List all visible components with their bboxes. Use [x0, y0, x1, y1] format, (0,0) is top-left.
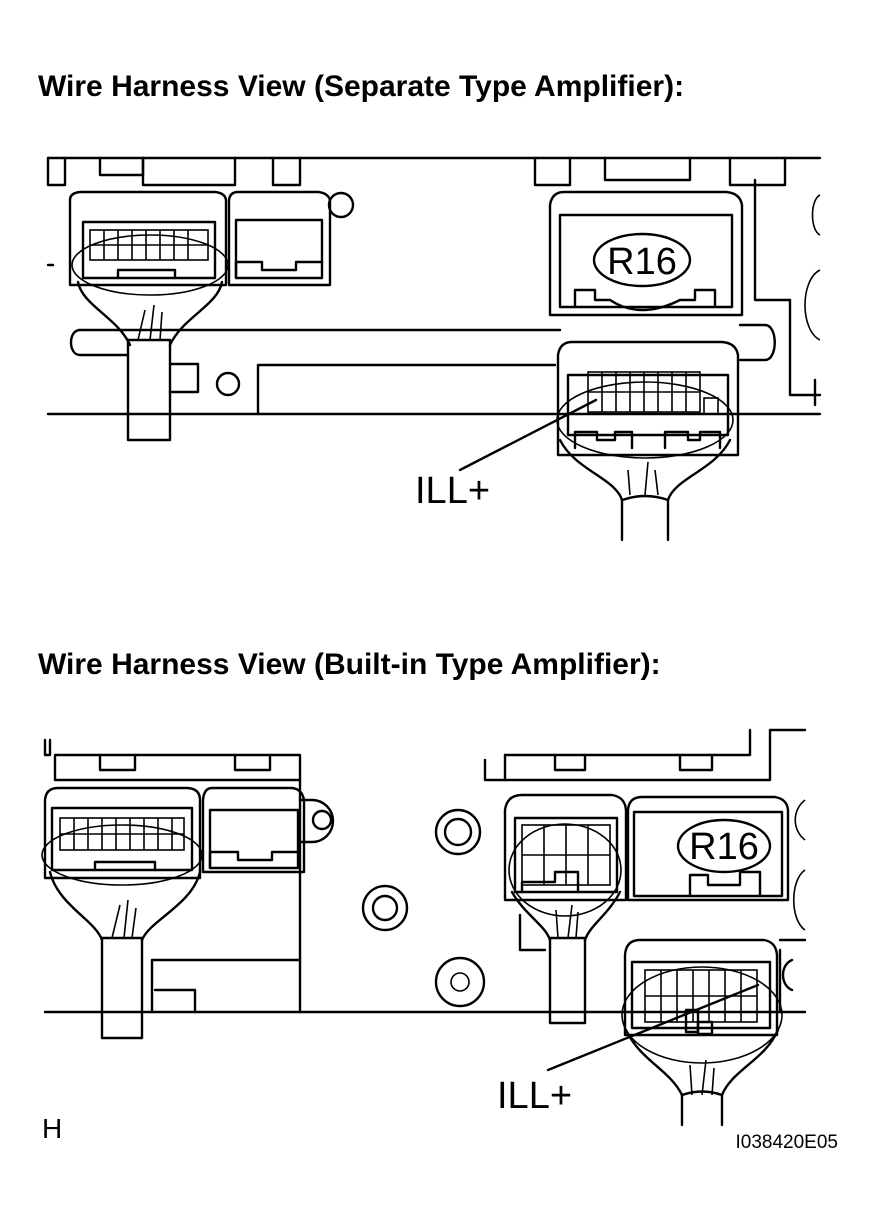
ill-connector-bottom [621, 938, 783, 1064]
r16-connector-bottom: R16 [626, 795, 790, 902]
figure-id: I038420E05 [736, 1132, 839, 1153]
ill-connector-top [556, 340, 740, 459]
small-connector-top [227, 190, 332, 287]
middle-connector-bottom [503, 793, 628, 917]
small-connector-bottom [201, 786, 306, 874]
ill-harness-top [558, 438, 732, 542]
middle-harness-bottom [510, 890, 622, 1025]
corner-mark: H [42, 1113, 62, 1144]
left-connector-bottom [41, 786, 203, 886]
amplifier-body [46, 156, 822, 416]
r16-label-top: R16 [607, 241, 677, 283]
ill-pointer-line-bottom [546, 983, 760, 1072]
r16-connector-top: R16 [548, 190, 744, 317]
r16-label-bottom: R16 [689, 826, 759, 868]
amplifier-body-bottom [43, 728, 807, 1014]
separate-type-diagram: R16 ILL+ [46, 156, 822, 542]
section-title-built-in: Wire Harness View (Built-in Type Amplifi… [38, 648, 661, 681]
ill-label-top: ILL+ [415, 470, 490, 512]
ill-pointer-line-top [458, 398, 598, 472]
r16-label-ring-bottom [676, 818, 772, 874]
r16-label-ring [592, 232, 692, 288]
section-title-separate: Wire Harness View (Separate Type Amplifi… [38, 70, 685, 103]
built-in-type-diagram: R16 ILL+ [41, 728, 807, 1127]
ill-label-bottom: ILL+ [497, 1075, 572, 1117]
ill-harness-bottom [624, 1028, 780, 1127]
left-harness [76, 280, 224, 442]
left-connector [68, 190, 229, 296]
left-harness-bottom [48, 870, 202, 1040]
